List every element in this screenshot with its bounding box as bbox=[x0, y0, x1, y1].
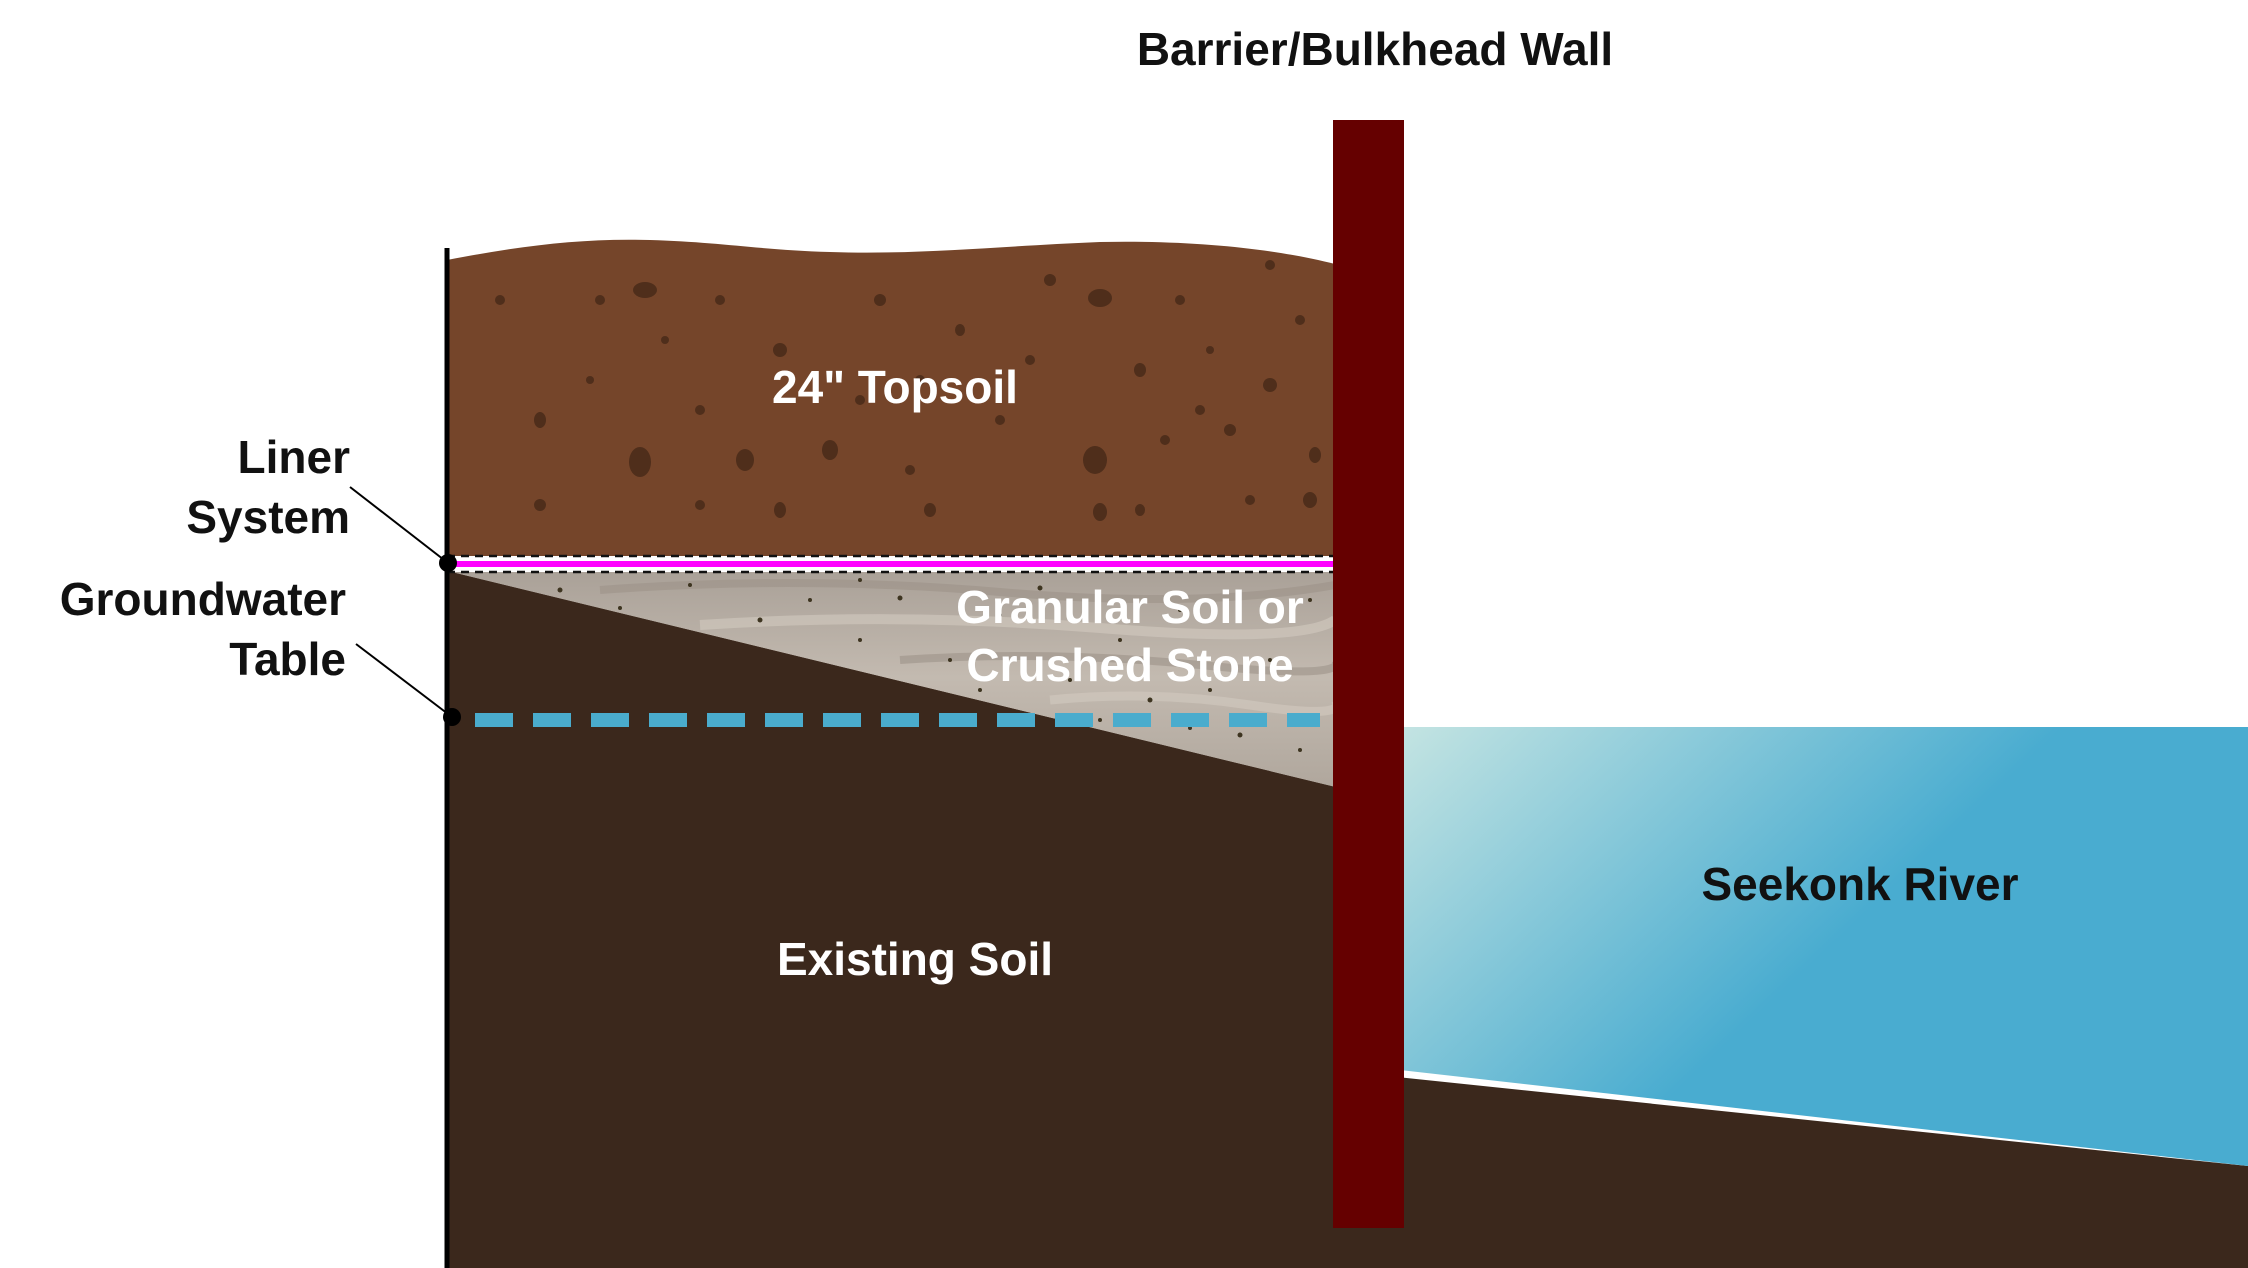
liner-label-line2: System bbox=[186, 491, 350, 543]
topsoil-label: 24" Topsoil bbox=[772, 361, 1018, 413]
liner-leader-dot bbox=[439, 554, 457, 572]
liner-system bbox=[447, 554, 1335, 574]
groundwater-leader-line bbox=[355, 643, 453, 718]
groundwater-leader-dot bbox=[443, 708, 461, 726]
existing-soil-label: Existing Soil bbox=[776, 933, 1054, 985]
river-label: Seekonk River bbox=[1701, 858, 2019, 910]
river-water bbox=[1400, 727, 2248, 1166]
topsoil-layer bbox=[447, 239, 1335, 557]
granular-label-line1: Granular Soil or bbox=[956, 581, 1304, 633]
groundwater-label-line1: Groundwater bbox=[59, 573, 346, 625]
river-bed-soil bbox=[1330, 1070, 2248, 1268]
granular-label-line2: Crushed Stone bbox=[966, 639, 1294, 691]
bulkhead-wall bbox=[1333, 120, 1404, 1228]
granular-soil-layer bbox=[447, 568, 1342, 787]
liner-label-line1: Liner bbox=[237, 431, 350, 483]
existing-soil-slope bbox=[447, 571, 1335, 1268]
liner-leader-line bbox=[349, 486, 449, 564]
wall-label: Barrier/Bulkhead Wall bbox=[1136, 23, 1614, 75]
groundwater-label-line2: Table bbox=[229, 633, 346, 685]
